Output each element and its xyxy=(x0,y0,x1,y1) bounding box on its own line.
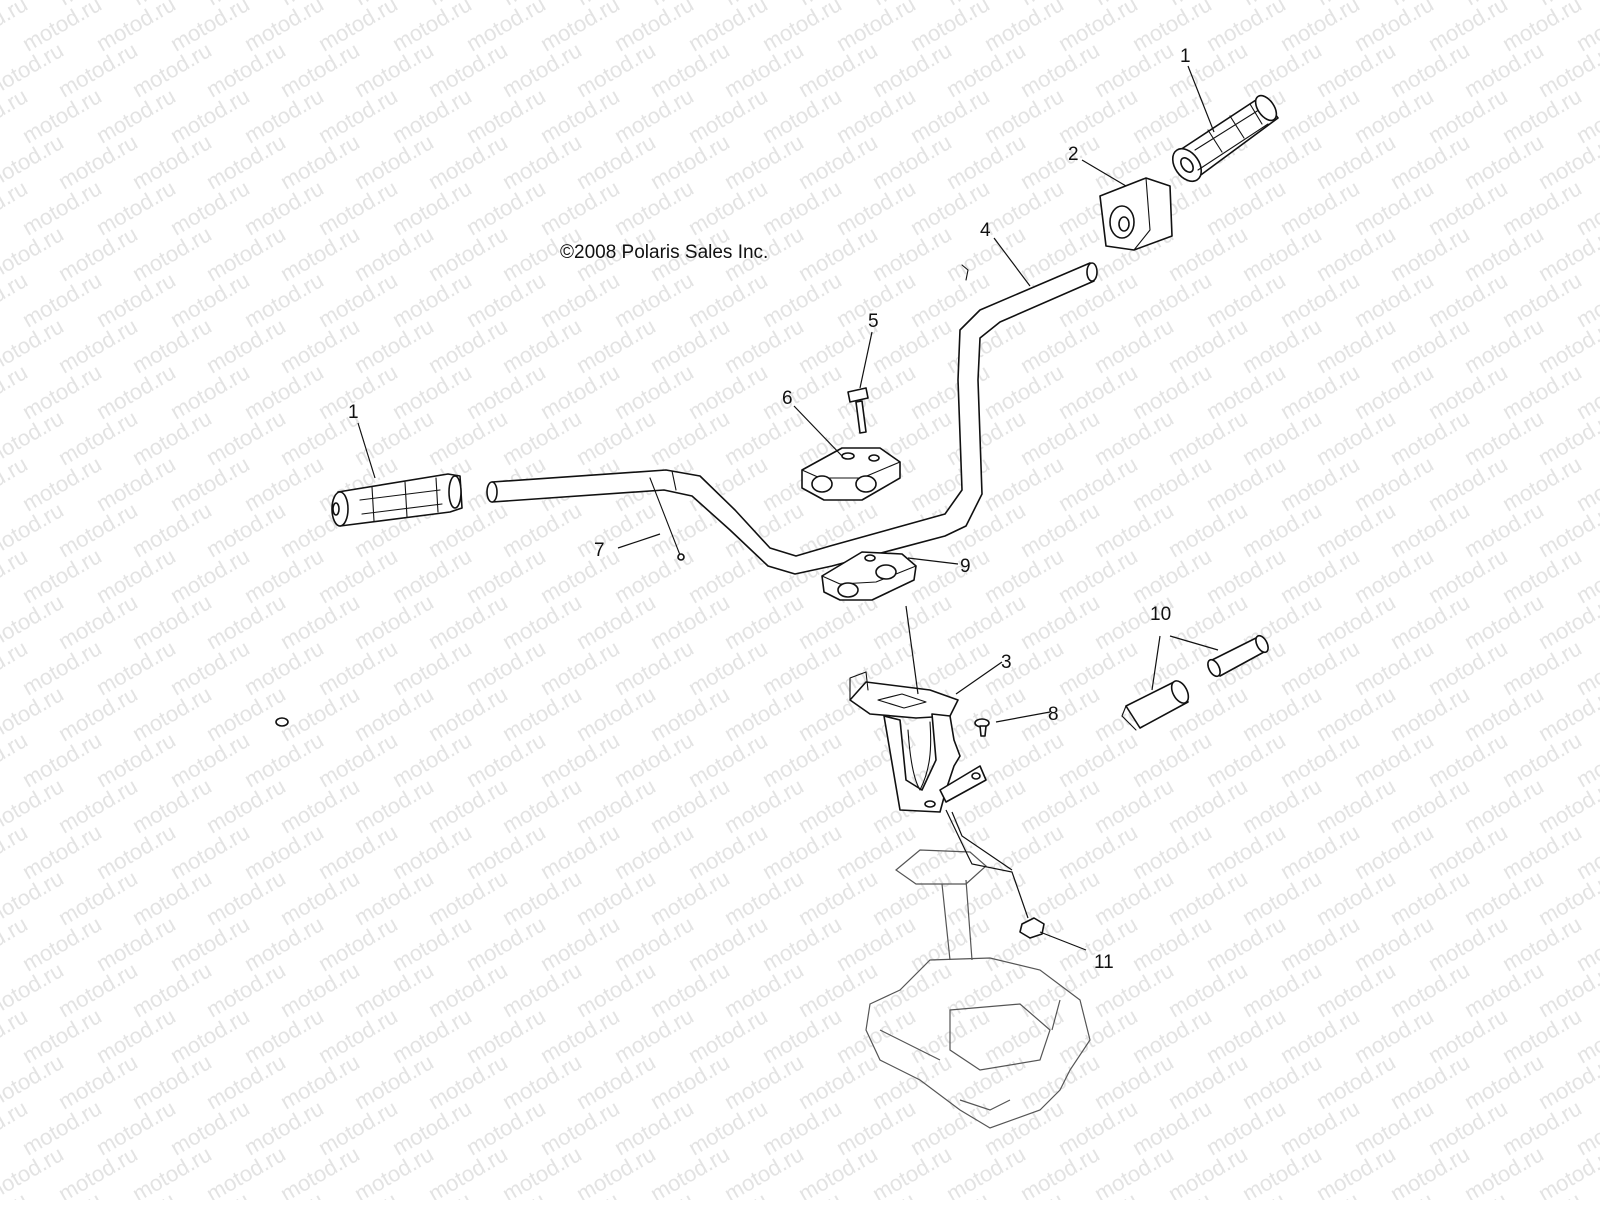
watermark-text: motod.ru xyxy=(388,0,476,56)
callout-small-screw: 8 xyxy=(1048,704,1059,725)
left-grip xyxy=(331,473,463,527)
lower-clamp xyxy=(821,551,917,601)
copyright-text: ©2008 Polaris Sales Inc. xyxy=(560,242,768,263)
callout-lower-clamp: 9 xyxy=(960,556,971,577)
mounting-bracket xyxy=(849,671,987,813)
watermark-text: motod.ru xyxy=(1350,0,1438,56)
watermark-text: motod.ru xyxy=(610,0,698,56)
choke-rod xyxy=(649,477,685,561)
callout-handlebar: 4 xyxy=(980,220,991,241)
watermark-text: motod.ru xyxy=(1128,0,1216,56)
watermark-text: motod.ru xyxy=(536,0,624,56)
assembly-lines xyxy=(905,605,1029,919)
watermark-text: motod.ru xyxy=(684,0,772,56)
callout-plug-set: 10 xyxy=(1150,604,1171,625)
watermark-text: motod.ru xyxy=(314,0,402,56)
watermark-text: motod.ru xyxy=(758,0,846,56)
callout-grip-right: 1 xyxy=(1180,46,1191,67)
callout-upper-clamp: 6 xyxy=(782,388,793,409)
watermark-text: motod.ru xyxy=(166,0,254,56)
watermark-text: motod.ru xyxy=(240,0,328,56)
watermark-text: motod.ru xyxy=(980,0,1068,56)
watermark-text: motod.ru xyxy=(1276,0,1364,56)
watermark-text: motod.ru xyxy=(1498,0,1586,56)
handlebar xyxy=(486,262,1098,575)
right-grip xyxy=(1171,94,1279,183)
callout-throttle-block: 2 xyxy=(1068,144,1079,165)
upper-clamp xyxy=(801,447,901,501)
small-screw-real xyxy=(974,718,990,737)
callout-choke-rod: 7 xyxy=(594,540,605,561)
watermark-text: motod.ru xyxy=(18,0,106,56)
callout-labels: 1 1 2 3 4 5 6 7 8 9 10 11 xyxy=(348,46,1191,973)
watermark-text: motod.ru xyxy=(1054,0,1142,56)
callout-nut: 11 xyxy=(1094,952,1114,973)
small-screw xyxy=(275,717,289,727)
callout-cap-screw: 5 xyxy=(868,311,879,332)
watermark-text: motod.ru xyxy=(906,0,994,56)
nut xyxy=(1019,917,1045,939)
watermark-text: motod.ru xyxy=(92,0,180,56)
watermark-text: motod.ru xyxy=(462,0,550,56)
plug-set xyxy=(1121,634,1269,731)
callout-grip-left: 1 xyxy=(348,402,359,423)
watermark-text: motod.ru xyxy=(1202,0,1290,56)
watermark-text: motod.ru xyxy=(1424,0,1512,56)
cap-screw xyxy=(847,387,869,434)
throttle-block xyxy=(1099,177,1173,251)
watermark-text: motod.ru xyxy=(832,0,920,56)
leader-lines xyxy=(357,65,1219,951)
callout-mount-bracket: 3 xyxy=(1001,652,1012,673)
